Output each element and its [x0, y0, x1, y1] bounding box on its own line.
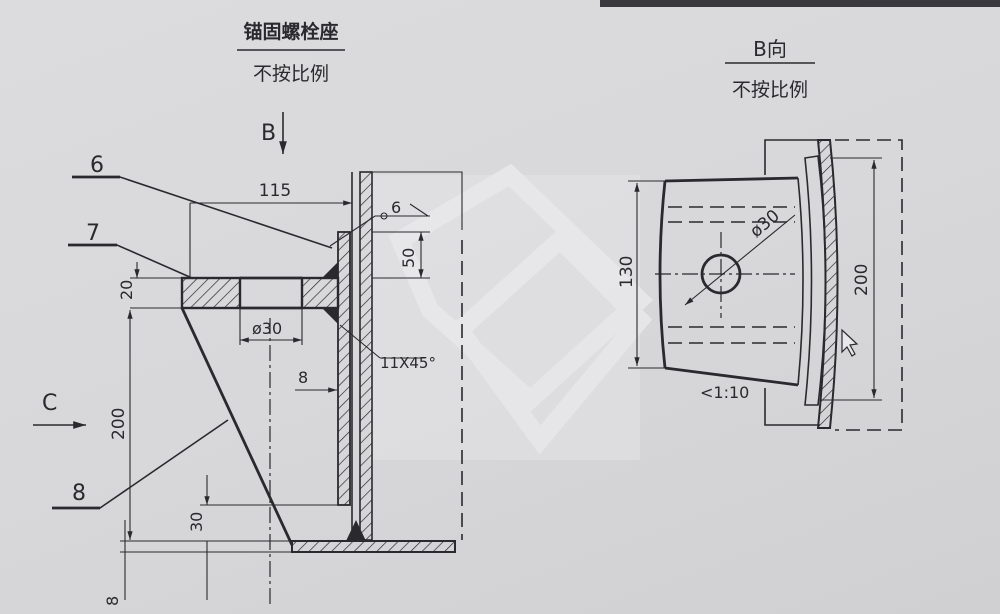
- dim-50: 50: [399, 248, 418, 268]
- leader-7: [68, 244, 193, 279]
- curved-wall-section: [816, 139, 839, 429]
- flange-right: [300, 276, 340, 310]
- flange-left: [180, 276, 242, 310]
- left-view-subtitle: 不按比例: [253, 63, 329, 85]
- body-bottom: [664, 366, 799, 387]
- body-right: [797, 177, 804, 386]
- wall-outline: [372, 171, 463, 230]
- right-dim-200: 200: [852, 264, 872, 296]
- base-plate: [291, 540, 456, 553]
- right-dim-hole: ø30: [746, 206, 783, 242]
- slope-label: <1:10: [700, 383, 749, 402]
- body-left: [658, 180, 667, 369]
- weld-all-around-icon: [380, 212, 388, 220]
- wall-top: [764, 139, 820, 175]
- base-weld: [346, 520, 366, 541]
- dim-8-base: 8: [103, 596, 122, 606]
- dim-hole-leader: [684, 214, 796, 306]
- mouse-cursor-icon: [841, 328, 859, 357]
- view-marker-b: B: [261, 121, 276, 146]
- dim-8-plate: 8: [298, 368, 308, 387]
- left-view-title: 锚固螺栓座: [243, 20, 338, 43]
- wall-plate: [359, 171, 373, 541]
- right-view-title: B向: [753, 37, 787, 61]
- hidden-outline: [835, 139, 903, 431]
- section-marker-c: C: [42, 391, 57, 416]
- leader-6: [72, 176, 333, 249]
- wall-bottom: [764, 388, 820, 426]
- weld-size: 6: [391, 198, 401, 217]
- dim-115: 115: [259, 181, 291, 201]
- right-view: B向 不按比例 ø30 130 200 <1:10: [617, 37, 903, 431]
- dim-200: 200: [109, 408, 129, 440]
- chamfer-leader: [339, 324, 381, 359]
- dim-30: 30: [187, 512, 206, 532]
- left-view: 锚固螺栓座 不按比例 B 6 7 8 115: [33, 20, 463, 606]
- watermark-logo: [370, 163, 654, 460]
- screen-edge: [600, 0, 1000, 7]
- weld-fillets: [322, 262, 338, 324]
- dim-20: 20: [117, 280, 136, 300]
- part-label-8: 8: [72, 481, 86, 506]
- weld-flag-icon: [409, 203, 430, 217]
- part-6-plate: [337, 231, 351, 506]
- rib-edge: [180, 307, 294, 546]
- right-view-subtitle: 不按比例: [732, 79, 808, 101]
- part-label-7: 7: [86, 221, 100, 246]
- right-dim-130: 130: [617, 256, 637, 288]
- body-top: [664, 176, 799, 183]
- part-label-6: 6: [90, 153, 104, 178]
- dim-chamfer: 11X45°: [380, 354, 436, 372]
- dim-hole: ø30: [252, 319, 282, 338]
